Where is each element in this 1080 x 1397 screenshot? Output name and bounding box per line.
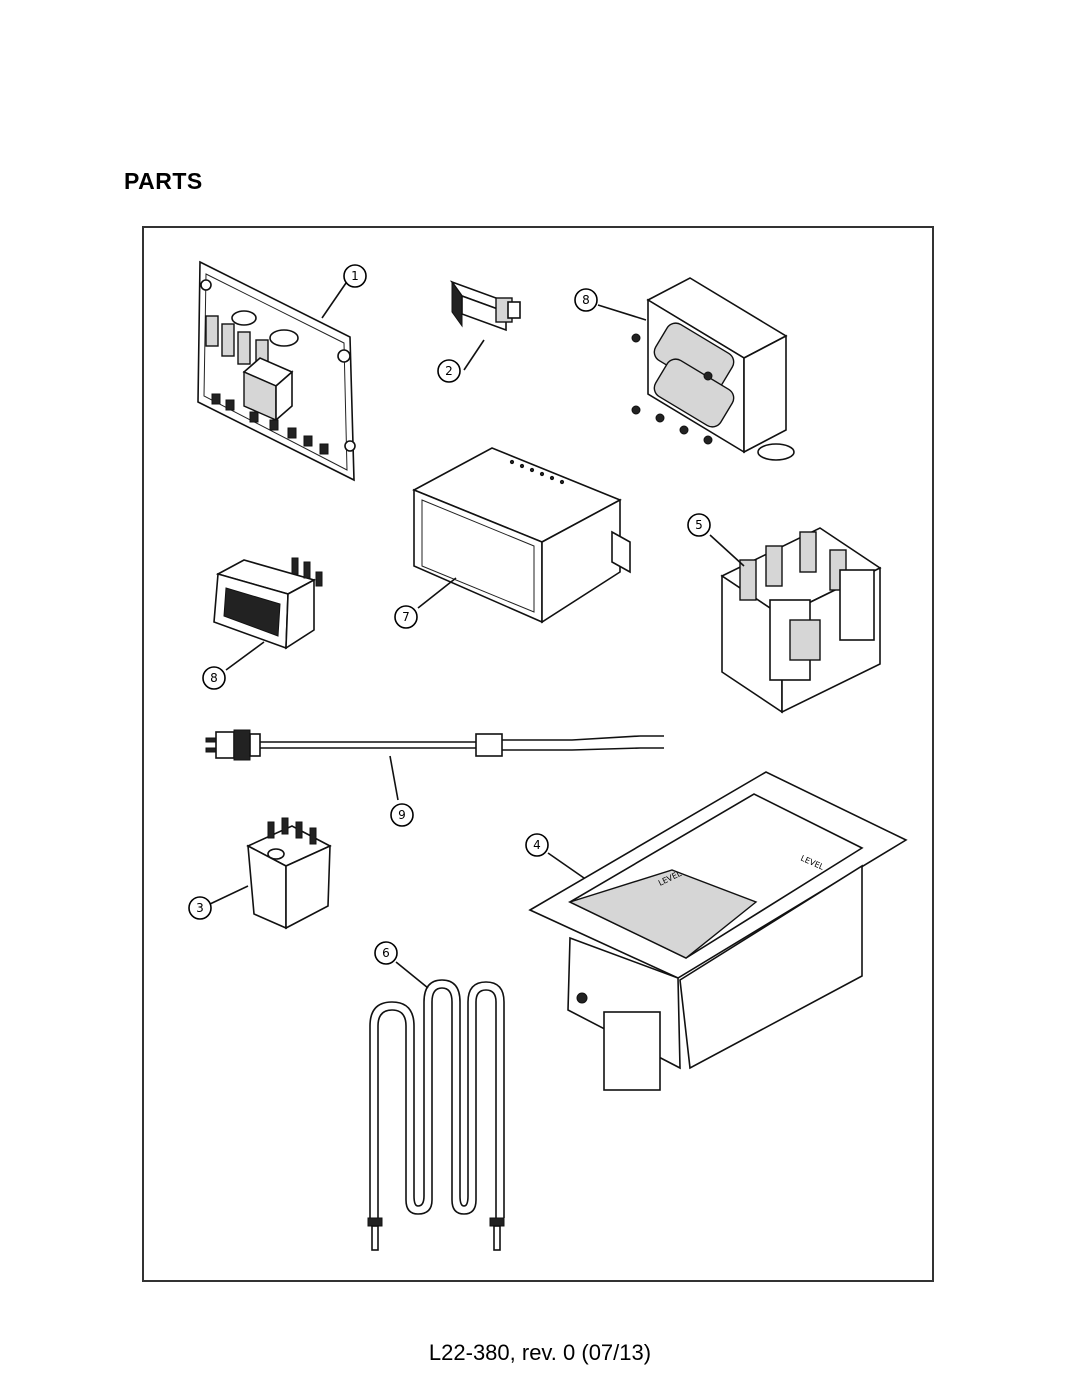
svg-text:4: 4 bbox=[533, 838, 541, 852]
callout-9: 9 bbox=[390, 803, 414, 827]
svg-text:8: 8 bbox=[210, 671, 218, 685]
well-pan-icon: LEVEL LEVEL bbox=[528, 771, 908, 1091]
callout-2: 2 bbox=[437, 359, 461, 383]
callout-3: 3 bbox=[188, 896, 212, 920]
svg-text:1: 1 bbox=[351, 269, 359, 283]
svg-text:3: 3 bbox=[196, 901, 204, 915]
parts-diagram-frame bbox=[142, 226, 934, 1282]
svg-text:6: 6 bbox=[382, 946, 390, 960]
callout-1: 1 bbox=[343, 264, 367, 288]
page-title: PARTS bbox=[124, 168, 203, 194]
svg-text:8: 8 bbox=[582, 293, 590, 307]
svg-text:7: 7 bbox=[402, 610, 410, 624]
callout-7: 7 bbox=[394, 605, 418, 629]
document-footer: L22-380, rev. 0 (07/13) bbox=[428, 1340, 652, 1365]
controller-module-icon bbox=[412, 447, 631, 624]
callout-8a: 8 bbox=[574, 288, 598, 312]
svg-text:9: 9 bbox=[398, 808, 406, 822]
relay-icon bbox=[209, 817, 332, 930]
rocker-switch-icon bbox=[213, 557, 323, 671]
callout-5: 5 bbox=[687, 513, 711, 537]
callout-6: 6 bbox=[374, 941, 398, 965]
svg-text:5: 5 bbox=[695, 518, 703, 532]
callout-8b: 8 bbox=[202, 666, 226, 690]
callout-4: 4 bbox=[525, 833, 549, 857]
svg-text:2: 2 bbox=[445, 364, 453, 378]
power-cord-icon bbox=[205, 729, 664, 801]
circuit-board-icon bbox=[197, 260, 356, 482]
contactor-icon bbox=[709, 527, 882, 714]
heating-element-icon bbox=[367, 961, 505, 1251]
indicator-light-icon bbox=[449, 280, 521, 371]
transformer-icon bbox=[597, 277, 795, 461]
